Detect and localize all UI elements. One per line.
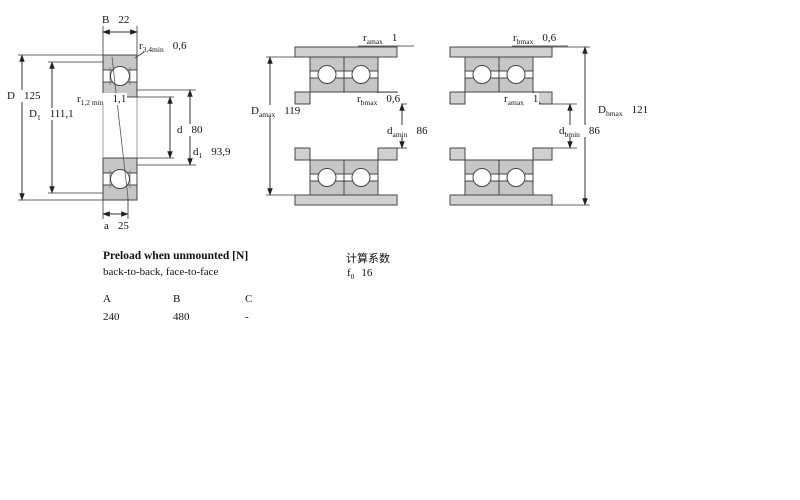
preload-value-b: 480 [173,311,190,323]
right-arrangement-cross-section [449,46,553,206]
preload-heading: Preload when unmounted [N] [103,250,249,262]
middle-arrangement-cross-section [294,46,398,206]
preload-value-a: 240 [103,311,120,323]
preload-col-header-b: B [173,293,181,305]
calculation-factor-label: 计算系数 [346,253,390,265]
preload-subheading: back-to-back, face-to-face [103,266,219,278]
preload-col-header-a: A [103,293,111,305]
preload-col-header-c: C [245,293,253,305]
preload-value-c: - [245,311,249,323]
left-bearing-cross-section [102,54,138,201]
middle-arrangement-dimension-lines [266,45,414,196]
